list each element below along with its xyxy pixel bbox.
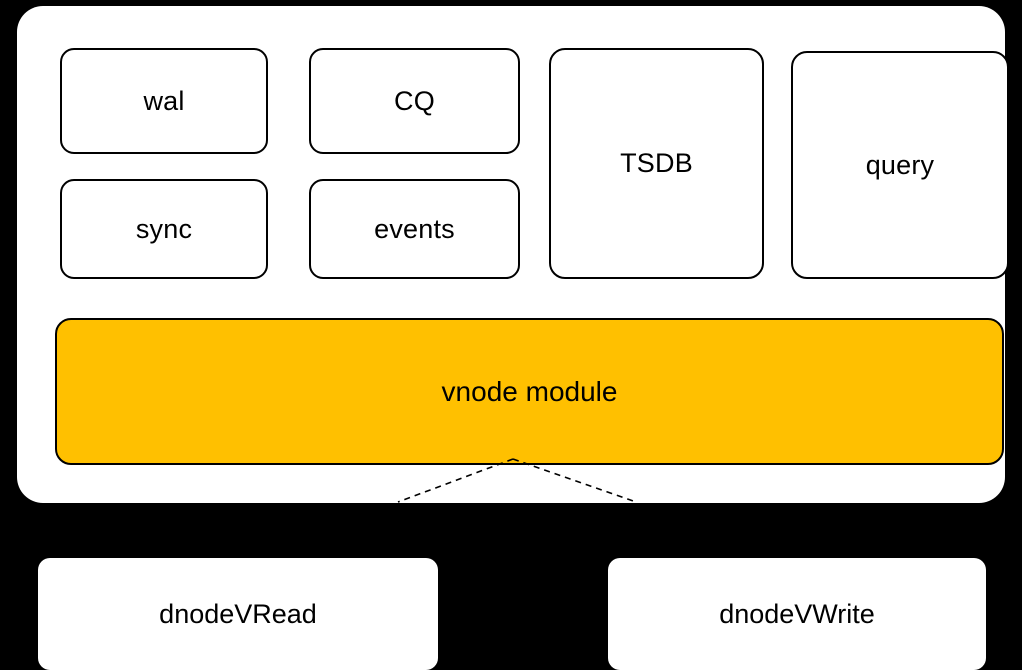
dnode-box-dnodevwrite[interactable]: dnodeVWrite bbox=[608, 558, 986, 670]
vnode-module-label: vnode module bbox=[441, 375, 618, 407]
module-box-sync[interactable]: sync bbox=[60, 179, 268, 279]
module-box-tsdb[interactable]: TSDB bbox=[549, 48, 764, 279]
module-label-cq: CQ bbox=[394, 85, 435, 116]
module-box-events[interactable]: events bbox=[309, 179, 520, 279]
module-label-tsdb: TSDB bbox=[620, 148, 693, 178]
module-box-wal[interactable]: wal bbox=[60, 48, 268, 154]
vnode-module-bar[interactable]: vnode module bbox=[55, 318, 1004, 465]
module-label-sync: sync bbox=[135, 213, 193, 244]
module-box-cq[interactable]: CQ bbox=[309, 48, 520, 154]
dnode-label-dnodevread: dnodeVRead bbox=[159, 598, 317, 629]
module-box-query[interactable]: query bbox=[791, 51, 1009, 279]
module-label-wal: wal bbox=[143, 85, 185, 116]
dnode-label-dnodevwrite: dnodeVWrite bbox=[719, 598, 875, 629]
dnode-box-dnodevread[interactable]: dnodeVRead bbox=[38, 558, 438, 670]
module-label-events: events bbox=[374, 213, 455, 244]
vnode-container-panel: wal CQ TSDB query sync events vnode modu… bbox=[17, 6, 1009, 503]
module-label-query: query bbox=[865, 149, 935, 180]
